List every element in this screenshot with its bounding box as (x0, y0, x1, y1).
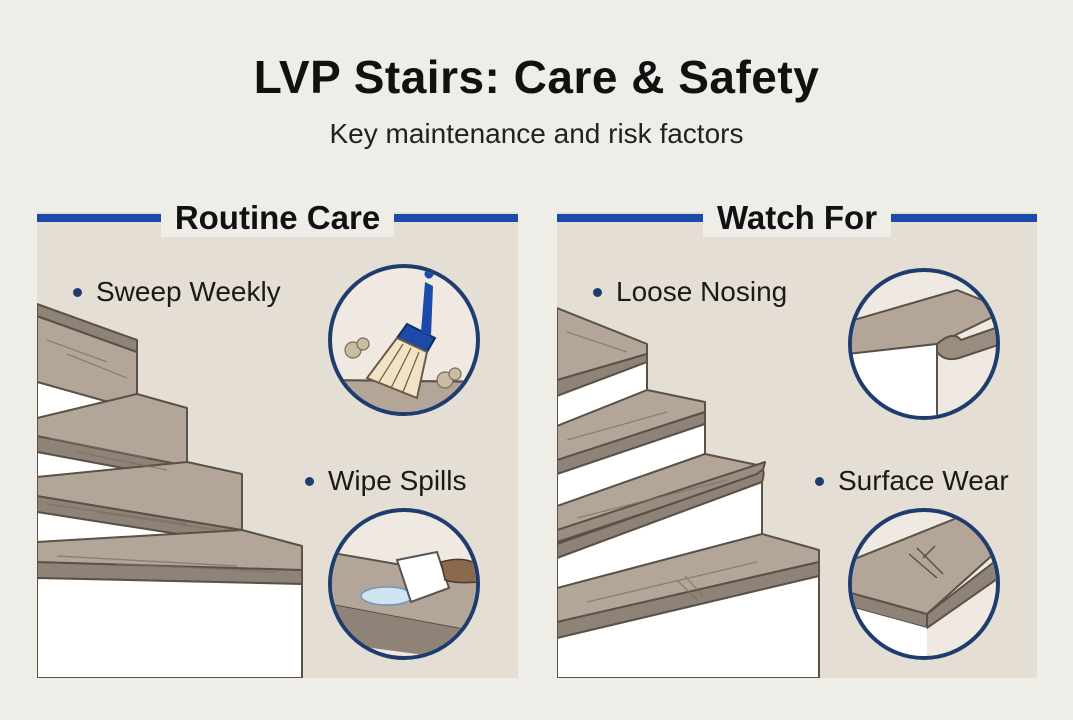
stairs-illustration-right (557, 268, 1000, 678)
bullet-dot-icon (593, 287, 602, 297)
bullet-label: Surface Wear (838, 465, 1009, 496)
broom-icon (328, 264, 480, 416)
watch-for-header: Watch For (557, 196, 1038, 240)
bullet-dot-icon (815, 476, 824, 486)
header-rule-left (557, 214, 703, 222)
header-rule-right (394, 214, 518, 222)
bullet-label: Sweep Weekly (96, 276, 281, 307)
bullet-label: Wipe Spills (328, 465, 467, 496)
section-heading: Routine Care (160, 199, 395, 237)
bullet-loose-nosing: Loose Nosing (593, 276, 787, 308)
stairs-illustration-left (37, 264, 480, 678)
routine-care-panel: Sweep Weekly Wipe Spills (37, 212, 518, 678)
bullet-wipe-spills: Wipe Spills (305, 465, 466, 497)
watch-for-panel: Loose Nosing Surface Wear (557, 212, 1037, 678)
bullet-sweep-weekly: Sweep Weekly (73, 276, 281, 308)
bullet-surface-wear: Surface Wear (815, 465, 1009, 497)
header-rule-right (891, 214, 1038, 222)
page-title: LVP Stairs: Care & Safety (253, 51, 820, 103)
cloth-wipe-icon (328, 508, 480, 660)
routine-care-header: Routine Care (37, 196, 518, 240)
scratched-tread-icon (848, 508, 1000, 660)
loose-nosing-icon (848, 268, 1000, 420)
bullet-label: Loose Nosing (616, 276, 788, 307)
bullet-dot-icon (305, 476, 314, 486)
page-subtitle: Key maintenance and risk factors (329, 118, 744, 149)
header-rule-left (37, 214, 161, 222)
bullet-dot-icon (73, 287, 82, 297)
section-heading: Watch For (702, 199, 892, 237)
